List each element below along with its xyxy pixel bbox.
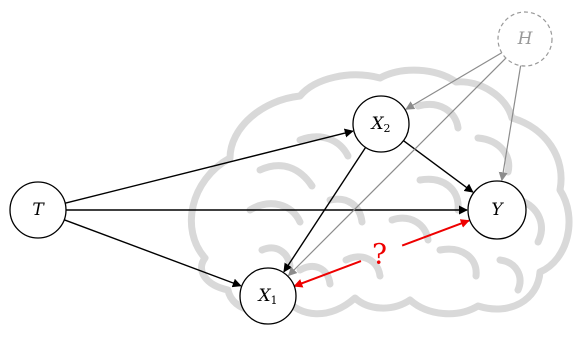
- edge-x2-to-y: [403, 140, 474, 193]
- node-x2-subscript: 2: [384, 122, 391, 135]
- node-t[interactable]: T: [9, 181, 67, 239]
- query-edge-group: ?: [293, 219, 470, 288]
- node-x2-symbol: X: [369, 114, 384, 134]
- node-y-label: Y: [491, 200, 504, 220]
- node-y[interactable]: Y: [467, 180, 527, 240]
- edge-h-to-x2: [405, 52, 503, 110]
- node-x2-label: X2: [369, 114, 390, 135]
- brain-icon: [187, 66, 573, 318]
- node-x2-circle: [352, 95, 410, 153]
- query-mark: ?: [372, 237, 387, 270]
- query-edge-to-x1: [293, 260, 362, 288]
- node-h-circle: [497, 11, 553, 67]
- node-y-circle: [467, 180, 527, 240]
- node-x1-label: X1: [256, 286, 277, 307]
- node-h-label: H: [517, 29, 534, 49]
- node-y-symbol: Y: [491, 200, 504, 220]
- edges-layer: [63, 52, 522, 288]
- node-h-hidden[interactable]: H: [497, 11, 553, 67]
- node-x1-subscript: 1: [271, 294, 278, 307]
- node-t-label: T: [32, 200, 45, 220]
- edge-x2-to-x1: [283, 147, 367, 273]
- edge-h-to-y: [498, 65, 522, 182]
- edge-t-to-x1: [63, 219, 242, 288]
- node-x1[interactable]: X1: [239, 267, 297, 325]
- edge-t-to-x2: [64, 128, 354, 204]
- node-x2[interactable]: X2: [352, 95, 410, 153]
- node-h-symbol: H: [517, 29, 534, 49]
- node-x1-circle: [239, 267, 297, 325]
- node-t-symbol: T: [32, 200, 45, 220]
- node-x1-symbol: X: [256, 286, 271, 306]
- node-t-circle: [9, 181, 67, 239]
- edge-h-to-x1: [287, 57, 507, 277]
- query-edge-to-y: [401, 219, 470, 247]
